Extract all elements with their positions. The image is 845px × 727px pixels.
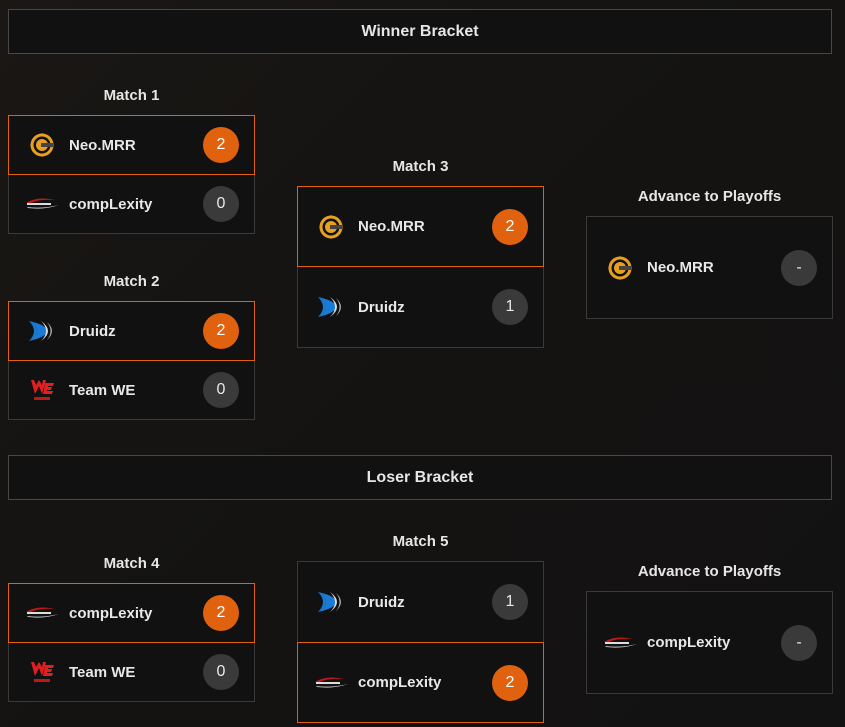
match2-title: Match 2 <box>103 273 160 290</box>
match4-title: Match 4 <box>103 555 160 572</box>
loser-bracket-title: Loser Bracket <box>366 468 474 486</box>
match3-team2-slot[interactable]: Druidz 1 <box>297 266 544 348</box>
complexity-logo-icon <box>603 631 637 655</box>
neo-mrr-logo-icon <box>314 215 348 239</box>
match1-team1-slot[interactable]: Neo.MRR 2 <box>8 115 255 175</box>
match3-title: Match 3 <box>392 158 449 175</box>
loser-bracket-header: Loser Bracket <box>8 455 832 500</box>
team-name: Neo.MRR <box>69 136 136 154</box>
match1-title: Match 1 <box>103 87 160 104</box>
winner-bracket-title: Winner Bracket <box>361 22 479 40</box>
score-badge: 2 <box>492 208 528 245</box>
match4-team1-slot[interactable]: compLexity 2 <box>8 583 255 643</box>
loser-advance-title: Advance to Playoffs <box>637 563 782 580</box>
match5-title: Match 5 <box>392 533 449 550</box>
complexity-logo-icon <box>25 192 59 216</box>
match1-team2-slot[interactable]: compLexity 0 <box>8 174 255 234</box>
match5-team2-slot[interactable]: compLexity 2 <box>297 642 544 723</box>
score-badge: 2 <box>203 595 239 631</box>
score-badge: 2 <box>492 664 528 701</box>
team-we-logo-icon <box>25 660 59 684</box>
team-name: Neo.MRR <box>358 218 425 235</box>
team-name: Team WE <box>69 663 136 681</box>
team-we-logo-icon <box>25 378 59 402</box>
score-badge: 0 <box>203 654 239 690</box>
team-name: compLexity <box>69 604 153 622</box>
score-badge: 2 <box>203 127 239 163</box>
druidz-logo-icon <box>314 295 348 319</box>
loser-advance-slot[interactable]: compLexity - <box>586 591 833 694</box>
team-name: Druidz <box>358 298 405 316</box>
team-name: compLexity <box>358 674 442 691</box>
score-badge: 0 <box>203 186 239 222</box>
team-name: compLexity <box>647 634 731 651</box>
team-name: Druidz <box>69 322 116 340</box>
team-name: compLexity <box>69 195 153 213</box>
winner-advance-title: Advance to Playoffs <box>637 188 782 205</box>
match4-team2-slot[interactable]: Team WE 0 <box>8 642 255 702</box>
winner-bracket-header: Winner Bracket <box>8 9 832 54</box>
team-name: Druidz <box>358 593 405 611</box>
match5-team1-slot[interactable]: Druidz 1 <box>297 561 544 643</box>
winner-advance-slot[interactable]: Neo.MRR - <box>586 216 833 319</box>
complexity-logo-icon <box>25 601 59 625</box>
neo-mrr-logo-icon <box>25 133 59 157</box>
score-badge: 2 <box>203 313 239 349</box>
complexity-logo-icon <box>314 671 348 695</box>
team-name: Neo.MRR <box>647 259 714 276</box>
score-badge: 0 <box>203 372 239 408</box>
score-badge: 1 <box>492 289 528 325</box>
score-badge: - <box>781 624 817 661</box>
druidz-logo-icon <box>25 319 59 343</box>
match2-team1-slot[interactable]: Druidz 2 <box>8 301 255 361</box>
score-badge: 1 <box>492 584 528 620</box>
match2-team2-slot[interactable]: Team WE 0 <box>8 360 255 420</box>
match3-team1-slot[interactable]: Neo.MRR 2 <box>297 186 544 267</box>
druidz-logo-icon <box>314 590 348 614</box>
team-name: Team WE <box>69 381 136 399</box>
score-badge: - <box>781 249 817 286</box>
neo-mrr-logo-icon <box>603 256 637 280</box>
